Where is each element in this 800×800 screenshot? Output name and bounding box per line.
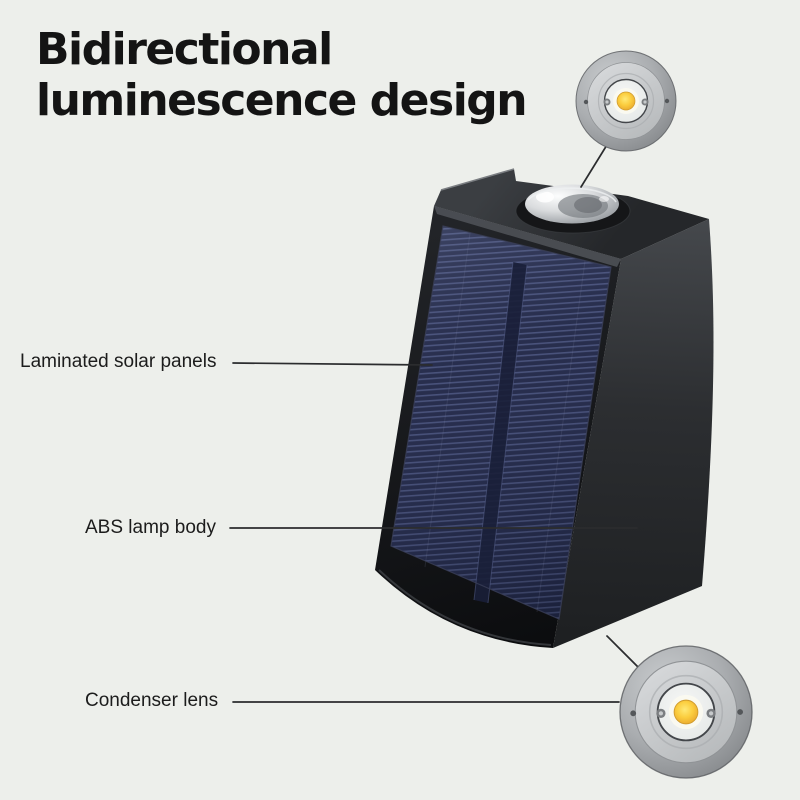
callout-label-lamp-body: ABS lamp body (85, 517, 216, 538)
bottom-lens-detail (619, 645, 753, 779)
top-lens-detail (575, 50, 677, 152)
dome-lens (515, 184, 631, 234)
leader-lines (229, 139, 644, 703)
callout-label-solar-panels: Laminated solar panels (20, 351, 217, 372)
page-title: Bidirectional luminescence design (36, 24, 528, 126)
solar-panel (390, 225, 612, 620)
page-title-line2: luminescence design (36, 75, 528, 126)
leader-line-top-lens (580, 139, 611, 188)
solar-wall-lamp (375, 168, 714, 648)
page-title-line1: Bidirectional (36, 24, 333, 75)
leader-line-bottom-lens (606, 635, 644, 673)
frame-bottom-bevel (378, 569, 552, 646)
frame-top-bevel (434, 206, 621, 267)
panel-center-busbar (474, 262, 527, 603)
mounting-flange-edge (440, 168, 515, 191)
leader-line-solar-panels (232, 362, 433, 366)
callout-label-condenser-lens: Condenser lens (85, 690, 219, 711)
lamp-right-face (553, 219, 714, 648)
